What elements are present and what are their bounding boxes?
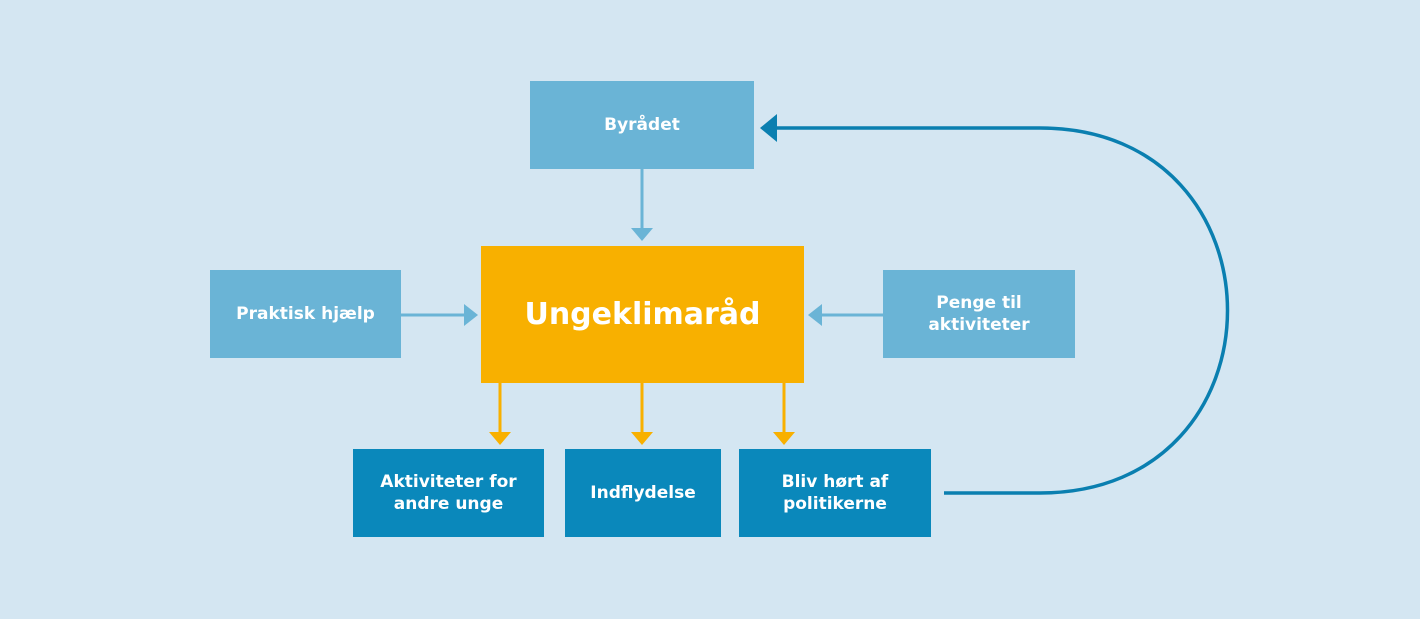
node-label: Indflydelse bbox=[590, 482, 696, 503]
node-byraadet: Byrådet bbox=[530, 81, 754, 169]
node-penge-til-aktiviteter: Penge til aktiviteter bbox=[883, 270, 1075, 358]
node-label: Penge til aktiviteter bbox=[928, 292, 1030, 335]
node-indflydelse: Indflydelse bbox=[565, 449, 721, 537]
node-bliv-hoert: Bliv hørt af politikerne bbox=[739, 449, 931, 537]
arrow-penge-to-center bbox=[808, 304, 883, 326]
node-label: Ungeklimaråd bbox=[524, 297, 761, 332]
arrow-center-to-aktiviteter bbox=[489, 383, 511, 445]
node-ungeklimaraad: Ungeklimaråd bbox=[481, 246, 804, 383]
node-label: Bliv hørt af politikerne bbox=[781, 471, 889, 514]
node-label: Praktisk hjælp bbox=[236, 303, 375, 324]
node-label: Aktiviteter for andre unge bbox=[380, 471, 517, 514]
node-label: Byrådet bbox=[604, 114, 680, 135]
node-praktisk-hjaelp: Praktisk hjælp bbox=[210, 270, 401, 358]
arrow-center-to-bliv-hoert bbox=[773, 383, 795, 445]
feedback-arrow-to-byraadet bbox=[760, 114, 1230, 495]
node-aktiviteter: Aktiviteter for andre unge bbox=[353, 449, 544, 537]
arrow-center-to-indflydelse bbox=[631, 383, 653, 445]
arrow-praktisk-to-center bbox=[401, 304, 478, 326]
arrow-byraadet-to-center bbox=[631, 169, 653, 241]
